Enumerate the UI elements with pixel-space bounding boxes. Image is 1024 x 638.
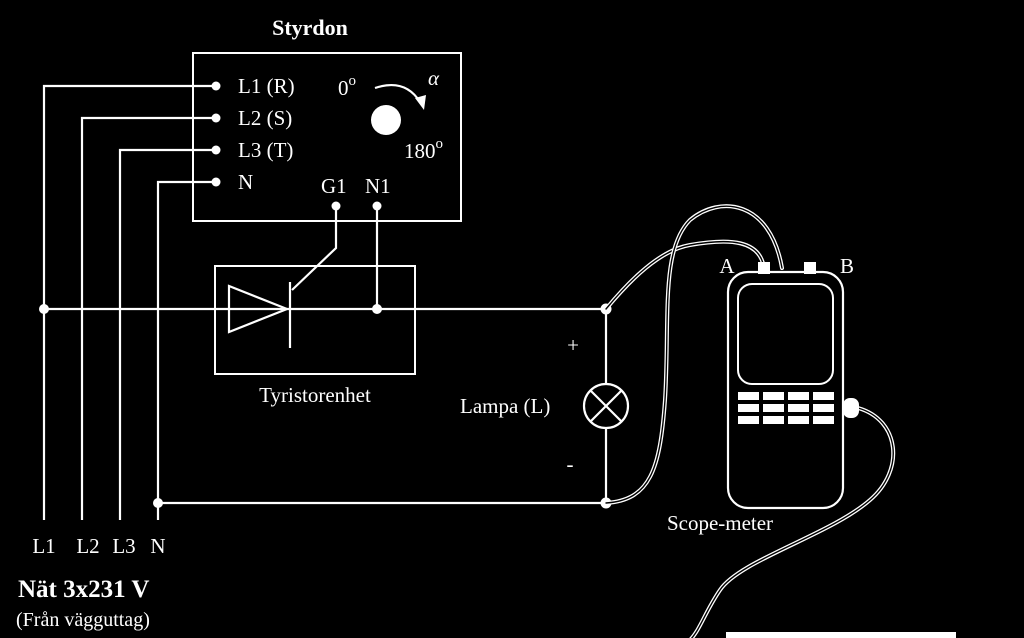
probe-cable-com-inner [605, 205, 783, 504]
mains-terminal-l1: L1 [32, 534, 55, 558]
rotation-arrowhead-icon [415, 95, 426, 110]
angle-knob[interactable] [371, 105, 401, 135]
wire-n [156, 180, 216, 520]
controller-output-g1: G1 [321, 174, 347, 198]
wire-l1 [42, 84, 216, 520]
wire-l3 [118, 148, 216, 520]
scope-power-connector [843, 398, 859, 418]
lamp-label: Lampa (L) [460, 394, 550, 418]
alpha-symbol: α [428, 66, 440, 90]
angle-start-label: 0o [338, 73, 356, 100]
controller-input-l3: L3 (T) [238, 138, 293, 162]
controller-title: Styrdon [272, 15, 348, 40]
bottom-edge-strip [726, 632, 956, 638]
mains-terminal-l3: L3 [112, 534, 135, 558]
junction-n [153, 498, 163, 508]
mains-title: Nät 3x231 V [18, 576, 149, 603]
scope-input-b-label: B [840, 254, 854, 278]
scope-keypad[interactable] [738, 392, 834, 424]
scope-power-cable-inner [690, 407, 894, 638]
scope-meter-label: Scope-meter [667, 511, 773, 535]
scope-input-b-jack[interactable] [804, 262, 816, 274]
lamp-plus-sign: + [567, 333, 579, 357]
thyristor-label: Tyristorenhet [259, 383, 371, 407]
wire-l2 [80, 116, 216, 520]
controller-input-n: N [238, 170, 253, 194]
probe-cable-a-inner [605, 240, 765, 310]
lamp-icon [582, 382, 630, 430]
controller-box [192, 52, 462, 222]
wire-gate [291, 206, 338, 291]
thyristor-box [214, 265, 416, 375]
mains-terminal-n: N [150, 534, 165, 558]
controller-input-l1: L1 (R) [238, 74, 295, 98]
angle-end-label: 180o [404, 136, 443, 163]
junction-n1 [372, 304, 382, 314]
junction-l1 [39, 304, 49, 314]
controller-input-l2: L2 (S) [238, 106, 292, 130]
scope-screen [737, 283, 834, 385]
lamp-minus-sign: - [567, 452, 574, 476]
mains-terminal-l2: L2 [76, 534, 99, 558]
rotation-arrow-icon [374, 84, 421, 103]
lamp-cross-b [589, 389, 623, 423]
thyristor-symbol-icon [227, 284, 290, 334]
scope-input-a-jack[interactable] [758, 262, 770, 274]
controller-output-n1: N1 [365, 174, 391, 198]
scope-input-a-label: A [719, 254, 735, 278]
mains-subtitle: (Från vägguttag) [16, 609, 150, 631]
